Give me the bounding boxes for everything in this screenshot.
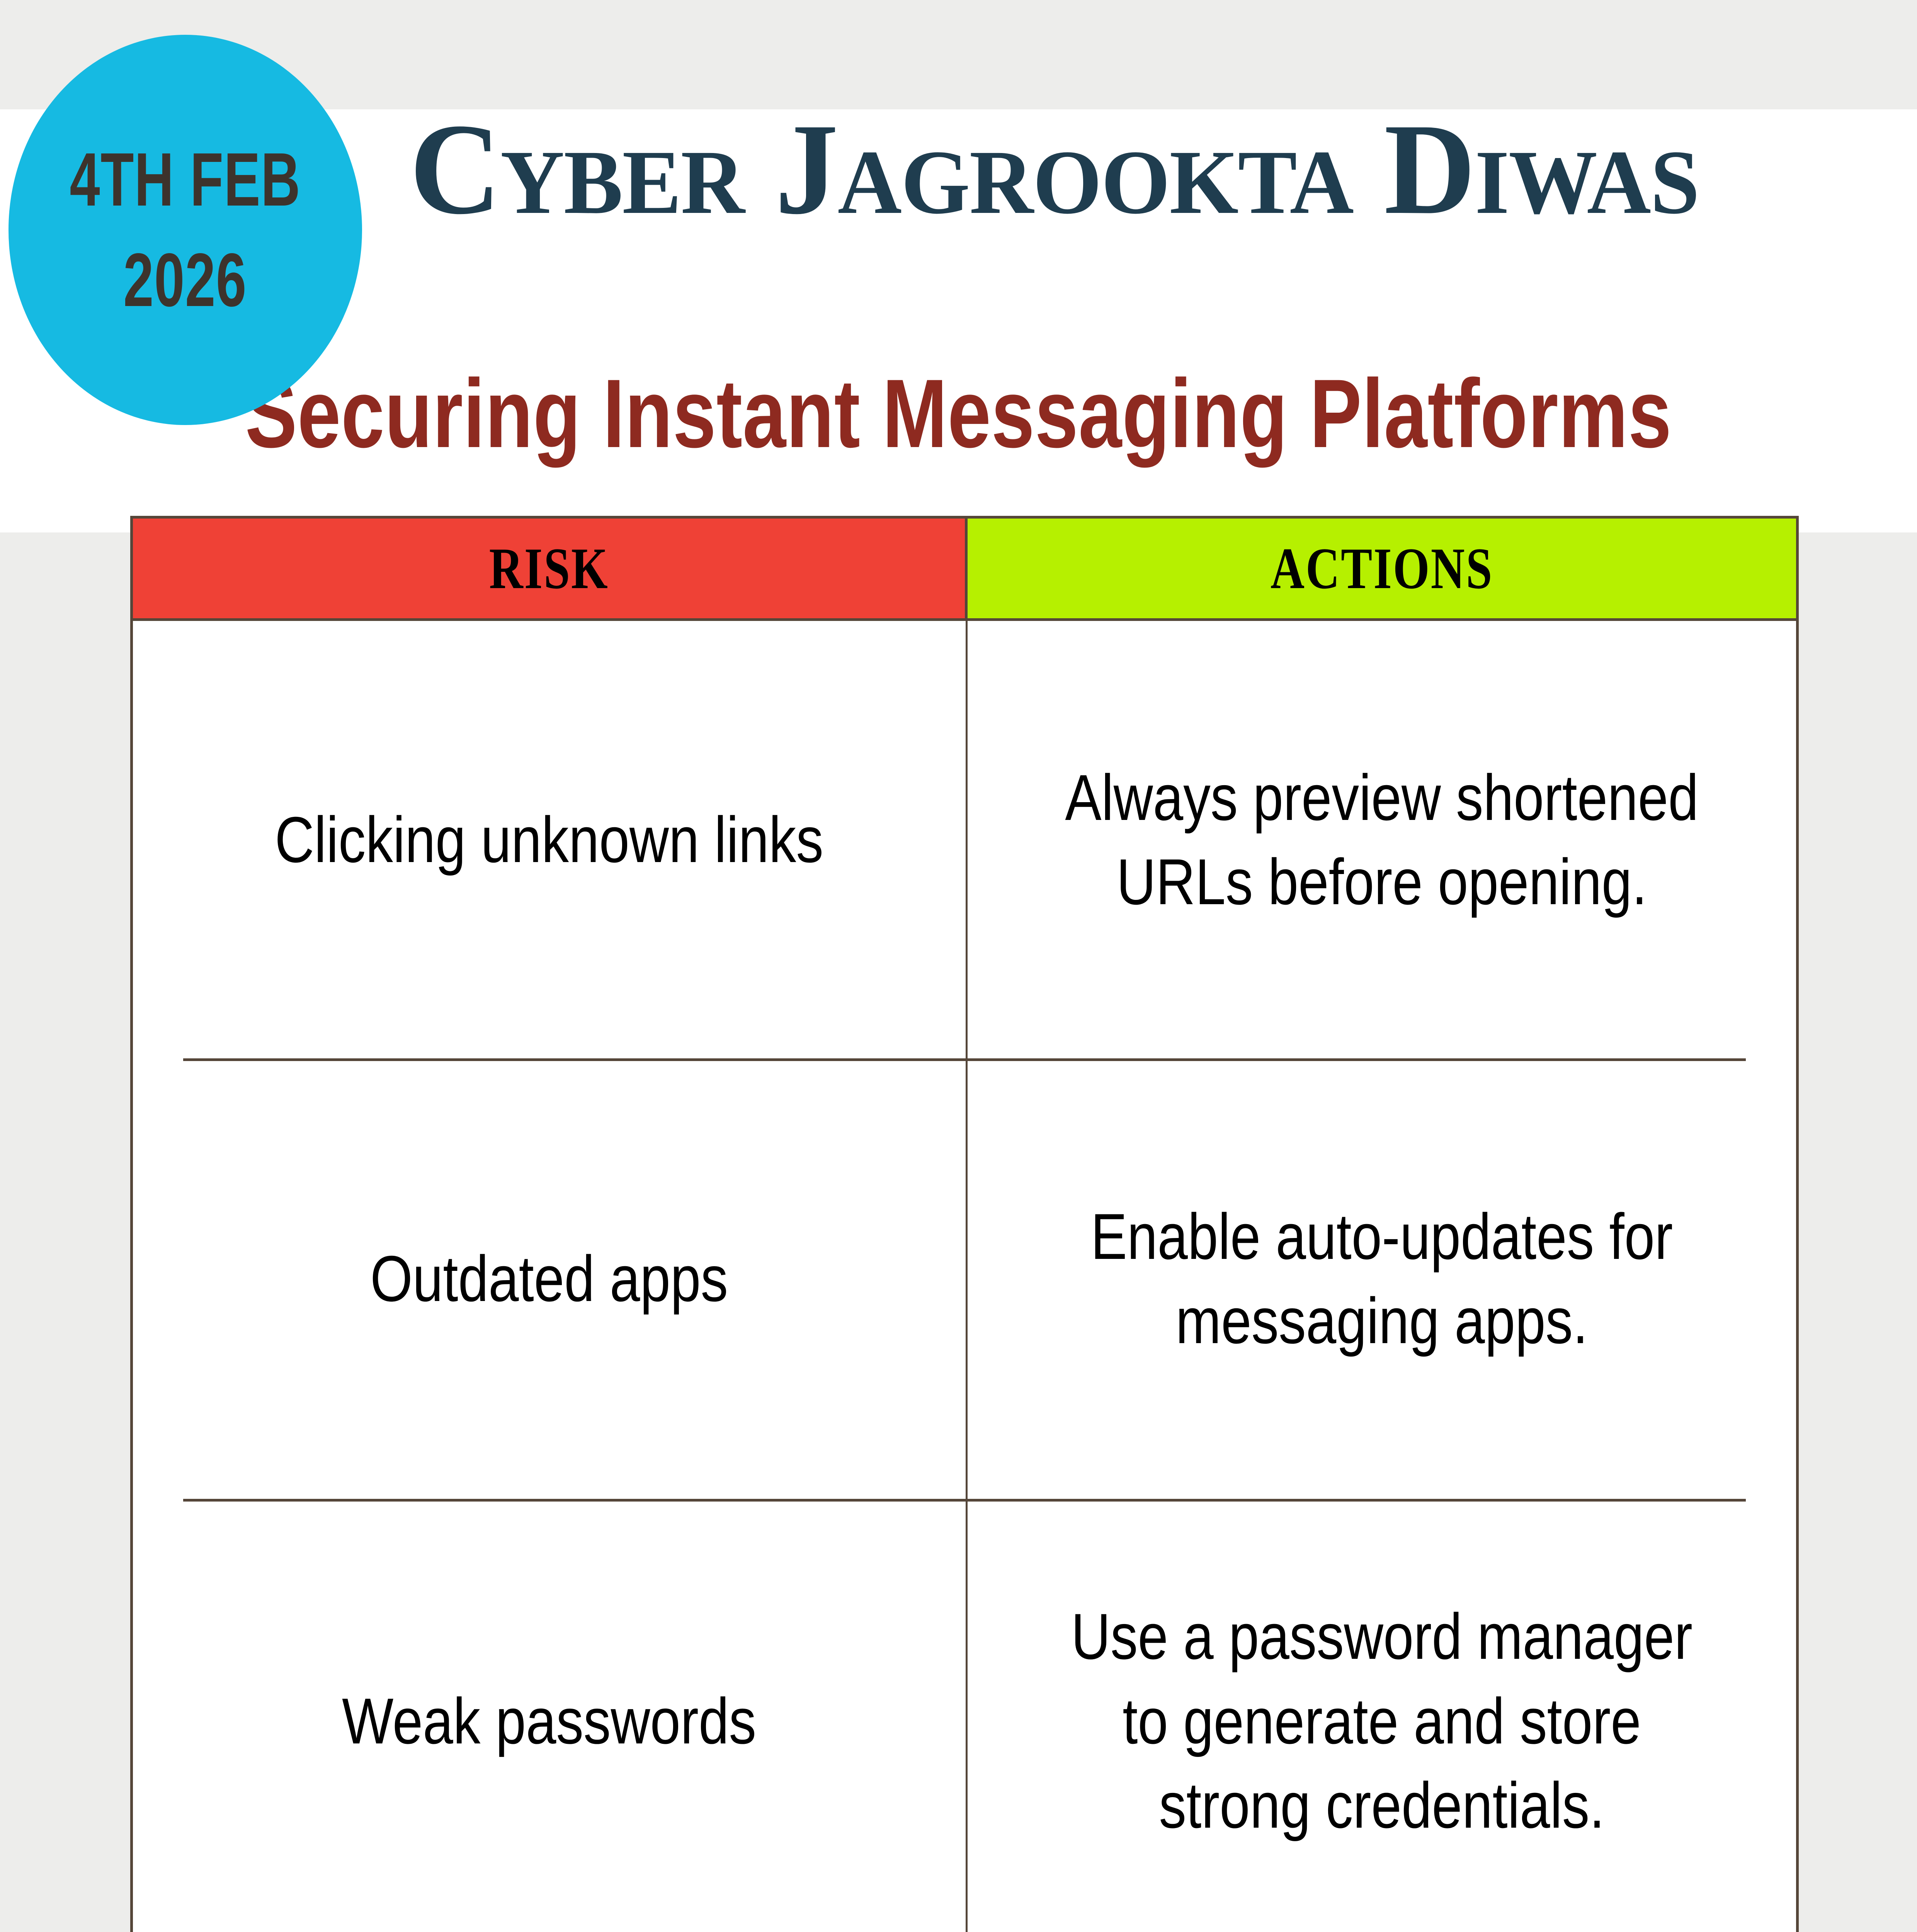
row-divider — [183, 1058, 1746, 1061]
date-badge-line2: 2026 — [123, 238, 247, 322]
table-row: Clicking unknown links Always preview sh… — [133, 621, 1796, 1058]
cell-action: Enable auto-updates for messaging apps. — [968, 1058, 1796, 1499]
page-title: Cyber Jagrookta Diwas — [410, 97, 1909, 242]
row-divider — [183, 1499, 1746, 1502]
page-subtitle-text: Securing Instant Messaging Platforms — [245, 359, 1672, 468]
cell-action-text: Enable auto-updates for messaging apps. — [1090, 1200, 1673, 1357]
cell-risk: Weak passwords — [133, 1499, 968, 1932]
risk-actions-table: RISK ACTIONS Clicking unknown links Alwa… — [130, 516, 1799, 1932]
column-header-risk: RISK — [133, 519, 968, 621]
cell-action-text: Use a password manager to generate and s… — [1071, 1600, 1692, 1842]
cell-risk: Clicking unknown links — [133, 621, 968, 1058]
cell-action-text: Always preview shortened URLs before ope… — [1065, 761, 1699, 918]
cell-action: Always preview shortened URLs before ope… — [968, 621, 1796, 1058]
cell-risk-text: Outdated apps — [370, 1242, 728, 1315]
column-header-actions-label: ACTIONS — [1270, 536, 1493, 601]
table-header-row: RISK ACTIONS — [133, 519, 1796, 621]
cell-action: Use a password manager to generate and s… — [968, 1499, 1796, 1932]
table-body: Clicking unknown links Always preview sh… — [133, 621, 1796, 1932]
page-title-text: Cyber Jagrookta Diwas — [410, 97, 1700, 242]
cell-risk: Outdated apps — [133, 1058, 968, 1499]
column-header-risk-label: RISK — [489, 536, 609, 601]
table-row: Outdated apps Enable auto-updates for me… — [133, 1058, 1796, 1499]
date-badge-line1: 4TH FEB — [70, 137, 301, 222]
table-row: Weak passwords Use a password manager to… — [133, 1499, 1796, 1932]
cell-risk-text: Clicking unknown links — [275, 803, 824, 876]
column-header-actions: ACTIONS — [968, 519, 1796, 621]
poster-header: 4TH FEB 2026 Cyber Jagrookta Diwas — [0, 0, 1917, 532]
date-badge: 4TH FEB 2026 — [9, 35, 362, 425]
cell-risk-text: Weak passwords — [342, 1684, 757, 1757]
page-subtitle: Securing Instant Messaging Platforms — [0, 348, 1917, 479]
